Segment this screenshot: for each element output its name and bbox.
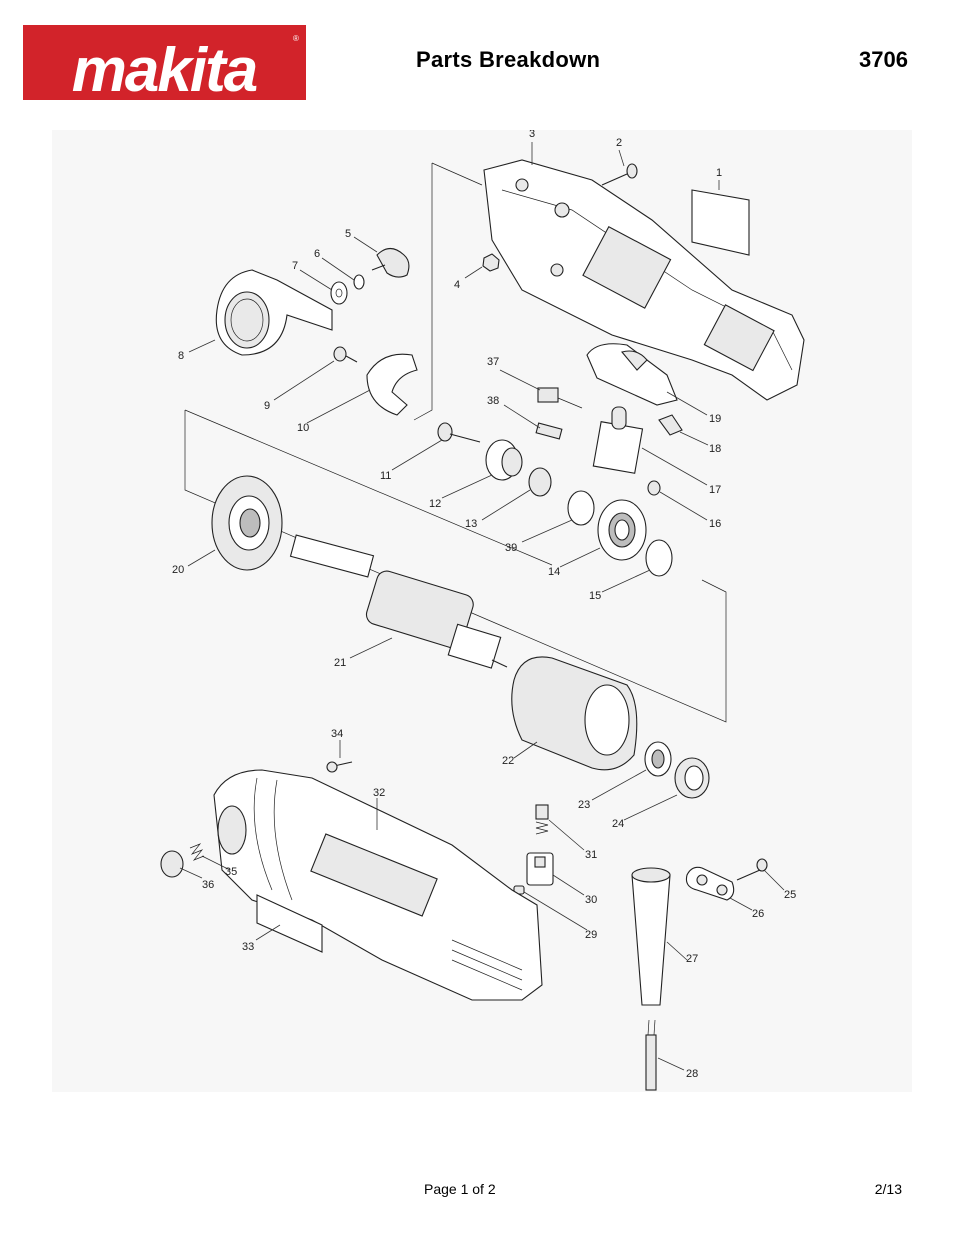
callout-22: 22 bbox=[502, 755, 514, 767]
part-27-cord-guard bbox=[631, 867, 671, 1006]
part-35-spring bbox=[189, 843, 205, 861]
part-26-strain-relief bbox=[685, 866, 735, 901]
part-21-armature bbox=[289, 534, 508, 669]
makita-logo: makita ® bbox=[23, 25, 306, 105]
callout-15: 15 bbox=[589, 590, 601, 602]
callout-28: 28 bbox=[686, 1068, 698, 1080]
callout-36: 36 bbox=[202, 879, 214, 891]
part-15-retaining-ring bbox=[645, 539, 673, 577]
part-6-washer bbox=[353, 274, 365, 290]
callout-5: 5 bbox=[345, 228, 351, 240]
part-37-capacitor bbox=[537, 387, 583, 409]
callout-30: 30 bbox=[585, 894, 597, 906]
callout-1: 1 bbox=[716, 167, 722, 179]
part-16-screw bbox=[647, 480, 661, 496]
parts-diagram: 1 2 3 4 5 6 7 8 9 10 11 12 13 14 15 16 1… bbox=[52, 130, 912, 1092]
part-3-housing bbox=[483, 159, 805, 401]
part-24-rubber bbox=[674, 757, 710, 799]
callout-8: 8 bbox=[178, 350, 184, 362]
callout-34: 34 bbox=[331, 728, 343, 740]
callout-23: 23 bbox=[578, 799, 590, 811]
callout-32: 32 bbox=[373, 787, 385, 799]
callout-12: 12 bbox=[429, 498, 441, 510]
callout-9: 9 bbox=[264, 400, 270, 412]
part-22-field bbox=[511, 656, 638, 771]
callout-29: 29 bbox=[585, 929, 597, 941]
page-number: Page 1 of 2 bbox=[424, 1181, 496, 1197]
part-12-bearing-box bbox=[485, 439, 523, 481]
callout-18: 18 bbox=[709, 443, 721, 455]
part-7-washer bbox=[330, 281, 348, 305]
callout-19: 19 bbox=[709, 413, 721, 425]
part-11-pin bbox=[437, 422, 481, 443]
part-33-nameplate bbox=[256, 894, 323, 953]
callout-26: 26 bbox=[752, 908, 764, 920]
part-30-brush-holder bbox=[526, 852, 554, 886]
part-13-ring bbox=[528, 467, 552, 497]
part-23-bearing bbox=[644, 741, 672, 777]
callout-27: 27 bbox=[686, 953, 698, 965]
part-9-screw bbox=[333, 346, 358, 363]
part-25-screw bbox=[736, 858, 768, 881]
callout-11: 11 bbox=[380, 470, 391, 482]
part-2-screw bbox=[601, 163, 638, 186]
callout-leader-lines bbox=[179, 142, 785, 1071]
callout-25: 25 bbox=[784, 889, 796, 901]
callout-24: 24 bbox=[612, 818, 624, 830]
part-38-terminal bbox=[535, 422, 563, 440]
part-39-retaining-ring bbox=[567, 490, 595, 526]
part-36-cap bbox=[160, 850, 184, 878]
callout-numbers: 1 2 3 4 5 6 7 8 9 10 11 12 13 14 15 16 1… bbox=[172, 130, 796, 1080]
callout-21: 21 bbox=[334, 657, 346, 669]
part-1-label bbox=[691, 189, 750, 256]
callout-33: 33 bbox=[242, 941, 254, 953]
assembly-bracket-lines bbox=[184, 162, 727, 723]
callout-20: 20 bbox=[172, 564, 184, 576]
part-31-carbon-brush bbox=[535, 804, 549, 835]
callout-37: 37 bbox=[487, 356, 499, 368]
callout-7: 7 bbox=[292, 260, 298, 272]
callout-17: 17 bbox=[709, 484, 721, 496]
part-28-cord bbox=[645, 1019, 657, 1091]
part-10-clamp bbox=[366, 353, 418, 416]
page-title: Parts Breakdown bbox=[416, 47, 601, 72]
callout-39: 39 bbox=[505, 542, 517, 554]
part-20-fan bbox=[211, 475, 283, 571]
callout-31: 31 bbox=[585, 849, 597, 861]
part-34-pin bbox=[326, 761, 353, 773]
part-8-bracket bbox=[215, 269, 333, 356]
callout-4: 4 bbox=[454, 279, 460, 291]
part-32-motor-housing bbox=[213, 769, 543, 1001]
callout-16: 16 bbox=[709, 518, 721, 530]
model-number: 3706 bbox=[859, 47, 908, 72]
svg-text:makita: makita bbox=[72, 36, 257, 100]
callout-13: 13 bbox=[465, 518, 477, 530]
callout-2: 2 bbox=[616, 137, 622, 149]
callout-6: 6 bbox=[314, 248, 320, 260]
callout-14: 14 bbox=[548, 566, 560, 578]
callout-3: 3 bbox=[529, 130, 535, 140]
part-17-switch bbox=[592, 406, 644, 474]
part-18-lever bbox=[658, 414, 683, 436]
svg-text:®: ® bbox=[293, 34, 299, 43]
callout-10: 10 bbox=[297, 422, 309, 434]
callout-35: 35 bbox=[225, 866, 237, 878]
document-date: 2/13 bbox=[874, 1181, 902, 1197]
part-5-wing-bolt bbox=[371, 247, 410, 278]
callout-38: 38 bbox=[487, 395, 499, 407]
part-19-switch-lever bbox=[586, 343, 678, 406]
part-14-bearing bbox=[597, 499, 647, 561]
part-4-nut bbox=[482, 253, 500, 272]
